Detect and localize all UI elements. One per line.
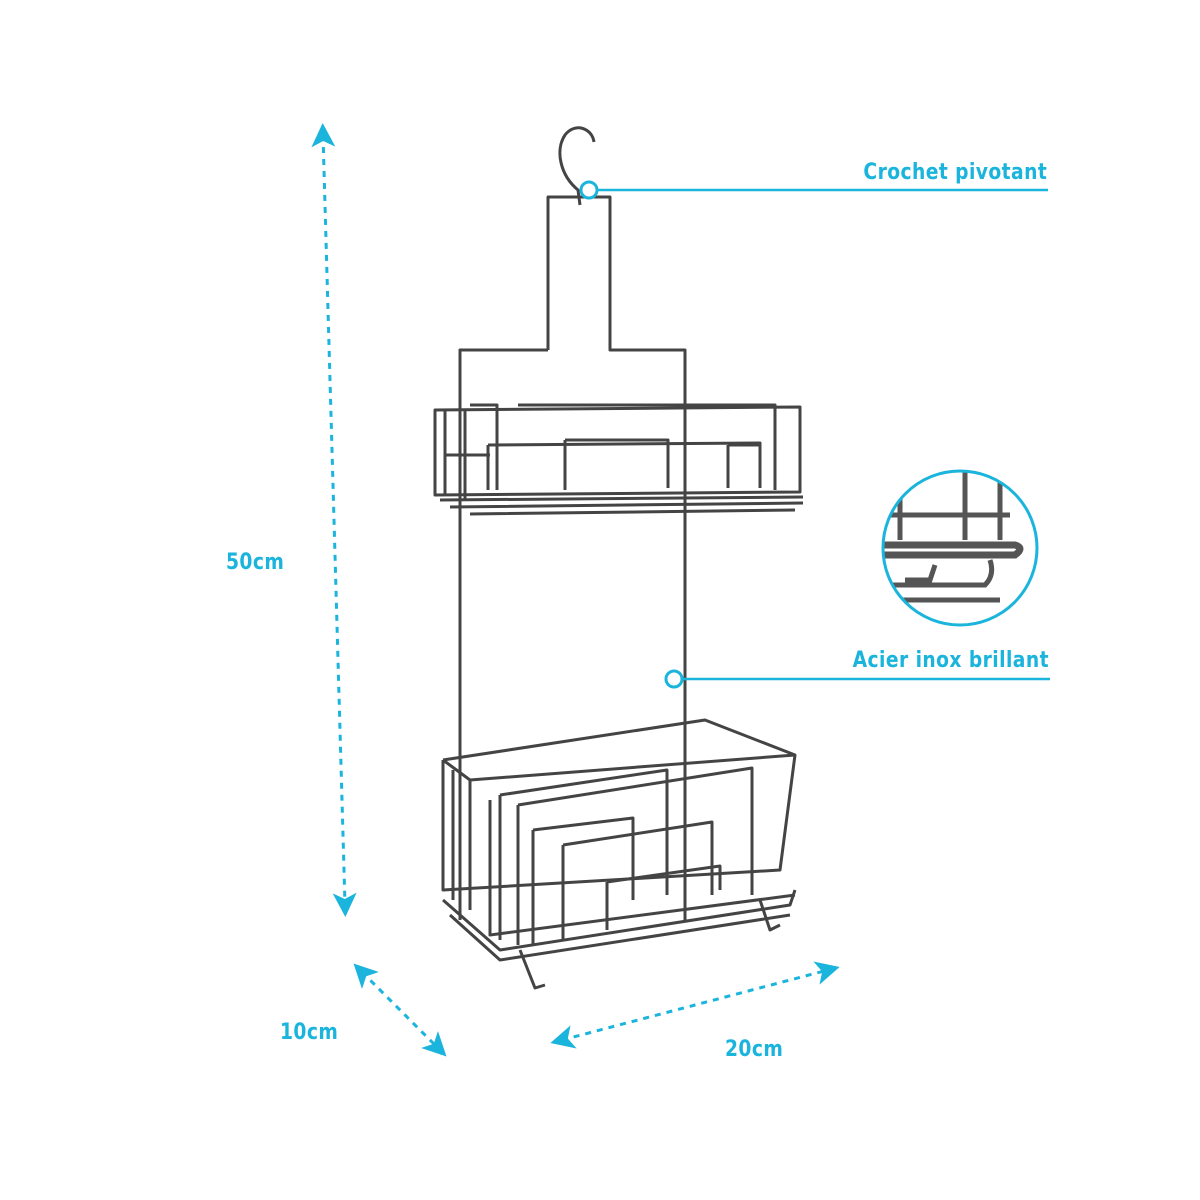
height-arrow (311, 123, 357, 917)
width-label: 20cm (725, 1037, 784, 1062)
callout-label-steel: Acier inox brillant (852, 648, 1049, 673)
top-basket (433, 403, 804, 516)
bottom-basket (441, 718, 797, 990)
callout-label-hook: Crochet pivotant (863, 160, 1047, 185)
detail-zoom-circle (881, 469, 1039, 627)
hanger-frame (458, 195, 687, 920)
width-arrow (550, 961, 840, 1049)
swivel-hook (558, 126, 596, 206)
depth-label: 10cm (280, 1020, 339, 1045)
callout-steel (664, 669, 1050, 689)
shower-caddy-illustration (433, 126, 804, 990)
height-label: 50cm (226, 550, 285, 575)
depth-arrow (353, 963, 447, 1057)
callout-hook (579, 180, 1048, 200)
